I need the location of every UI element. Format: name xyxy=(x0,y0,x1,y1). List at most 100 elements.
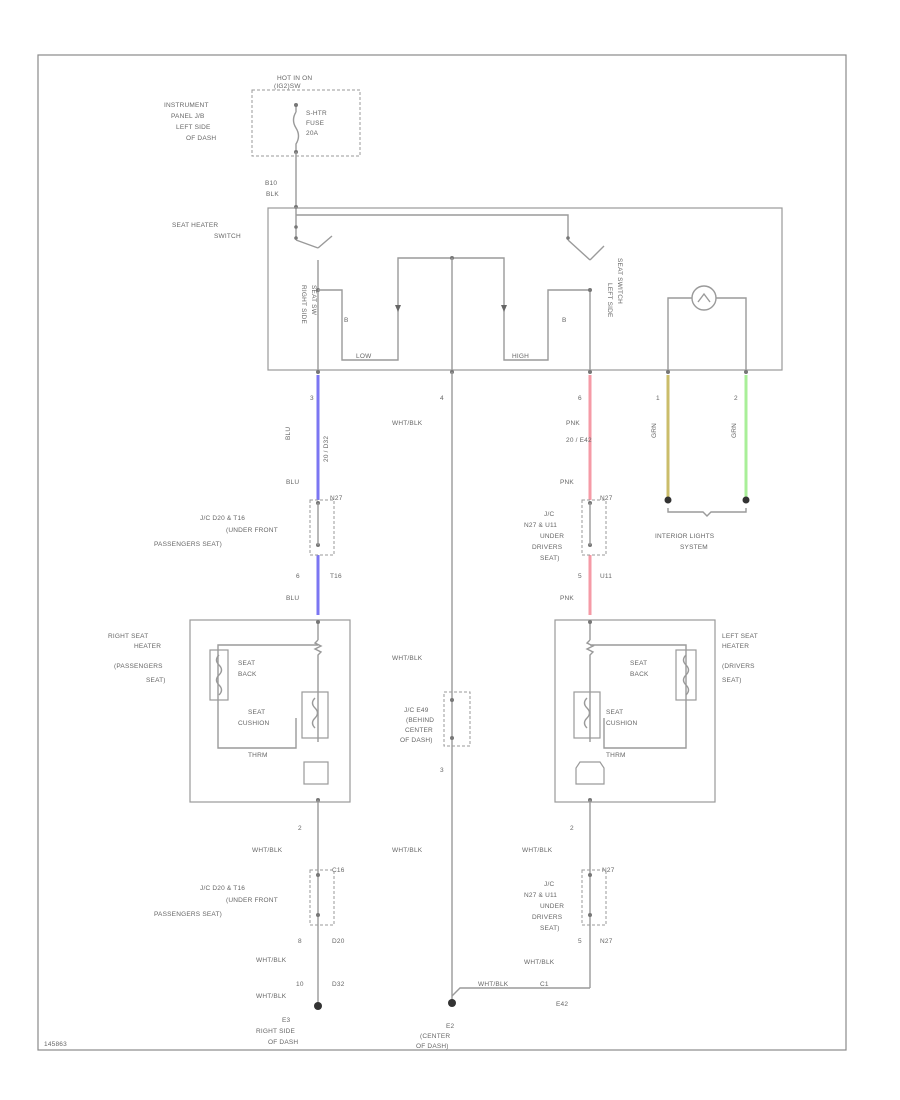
pin-6-label: 6 xyxy=(578,395,582,402)
ip-jb-label-4: OF DASH xyxy=(186,135,216,142)
lamp-filament xyxy=(697,292,711,303)
l-seat-back-label-2: BACK xyxy=(630,671,649,678)
left-mark-b: B xyxy=(562,317,567,324)
right-low-path xyxy=(318,257,590,361)
ground-e2-label-2: (CENTER xyxy=(420,1033,450,1040)
pnk-connector-label: 20 / E42 xyxy=(566,437,592,444)
switch-pins: 3 4 6 1 2 xyxy=(310,370,748,402)
switch-label-1: SEAT HEATER xyxy=(172,222,218,229)
r-jc-box-upper xyxy=(309,499,335,556)
fuse-label-3: 20A xyxy=(306,130,319,137)
interior-lights-label-2: SYSTEM xyxy=(680,544,708,551)
wht-blk-top-label: WHT/BLK xyxy=(392,420,423,427)
pin-4-label: 4 xyxy=(440,395,444,402)
jc-e49-label-2: (BEHIND xyxy=(406,717,434,724)
rsh-label-1: RIGHT SEAT xyxy=(108,633,148,640)
jc-e49-box xyxy=(443,691,471,747)
grn-2-label: GRN xyxy=(731,423,738,438)
r-d20: D20 xyxy=(332,938,345,945)
wire-harness: INTERIOR LIGHTS SYSTEM BLU 20 / D32 PNK … xyxy=(285,375,750,615)
l-ground-return xyxy=(451,987,590,997)
l-seat-cushion-coil xyxy=(583,697,591,729)
r-pin-8: 8 xyxy=(298,938,302,945)
r-jc-label-1: J/C D20 & T16 xyxy=(200,515,245,522)
r-heater-pin-top xyxy=(316,620,320,624)
l-seat-back-coil xyxy=(682,654,690,696)
r-seat-back-coil xyxy=(215,654,223,696)
ground-e3-label-3: OF DASH xyxy=(268,1039,298,1046)
l-jc-label-4: DRIVERS xyxy=(532,544,563,551)
r-jc-label-5: (UNDER FRONT xyxy=(226,897,278,904)
l-u11: U11 xyxy=(600,573,612,580)
ip-jb-label-2: PANEL J/B xyxy=(171,113,205,120)
l-wht-label-1: WHT/BLK xyxy=(522,847,553,854)
blu-label-2: BLU xyxy=(286,479,299,486)
l-wht-label-2: WHT/BLK xyxy=(524,959,555,966)
jc-e49-label-3: CENTER xyxy=(405,727,433,734)
rsh-label-4: SEAT) xyxy=(146,677,166,684)
l-jc-label-3: UNDER xyxy=(540,533,564,540)
r-n27-label: N27 xyxy=(330,495,343,502)
l-jc-box-lower xyxy=(581,869,607,926)
l-n27d: N27 xyxy=(600,938,613,945)
l-pnk-label-3: PNK xyxy=(560,595,574,602)
illumination-lamp xyxy=(691,285,717,311)
r-wht-label-2: WHT/BLK xyxy=(256,957,287,964)
blu-color-label: BLU xyxy=(285,427,292,440)
r-jc-label-3: PASSENGERS SEAT) xyxy=(154,541,222,548)
right-seat-heater-box xyxy=(189,619,351,803)
bus-dot-3 xyxy=(566,236,570,240)
interior-lights-label-1: INTERIOR LIGHTS xyxy=(655,533,715,540)
lamp-wires xyxy=(667,297,747,370)
center-pin-3: 3 xyxy=(440,767,444,774)
ground-e2 xyxy=(448,999,456,1007)
low-label: LOW xyxy=(356,353,372,360)
r-wht-label-1: WHT/BLK xyxy=(252,847,283,854)
l-seat-cushion-element xyxy=(573,691,601,739)
ip-jb-box xyxy=(251,89,361,157)
ip-jb-label-1: INSTRUMENT xyxy=(164,102,209,109)
rsh-label-3: (PASSENGERS xyxy=(114,663,163,670)
r-c16: C16 xyxy=(332,867,345,874)
l-jc-box-upper xyxy=(581,499,607,556)
l-c1: C1 xyxy=(540,981,549,988)
l-jc-label-7: N27 & U11 xyxy=(524,892,557,899)
right-mark-b: B xyxy=(344,317,349,324)
passenger-side-circuit: N27 J/C D20 & T16 (UNDER FRONT PASSENGER… xyxy=(108,495,351,1046)
l-heater-pin-top xyxy=(588,620,592,624)
r-jc-dot-4 xyxy=(316,913,320,917)
driver-side-circuit: N27 J/C N27 & U11 UNDER DRIVERS SEAT) 5 … xyxy=(451,495,758,1008)
r-pin-6: 6 xyxy=(296,573,300,580)
l-pin-2: 2 xyxy=(570,825,574,832)
l-wht-label-3: WHT/BLK xyxy=(478,981,509,988)
interior-lights-bracket xyxy=(667,508,747,517)
l-seat-cushion-label-1: SEAT xyxy=(606,709,623,716)
l-jc-label-9: DRIVERS xyxy=(532,914,563,921)
l-jc-label-10: SEAT) xyxy=(540,925,560,932)
r-pin-10: 10 xyxy=(296,981,304,988)
r-t16: T16 xyxy=(330,573,342,580)
l-connector-block xyxy=(575,761,605,785)
r-jc-label-4: J/C D20 & T16 xyxy=(200,885,245,892)
l-n27c: N27 xyxy=(602,867,615,874)
pin-1-label: 1 xyxy=(656,395,660,402)
r-jc-dot-3 xyxy=(316,873,320,877)
jc-e49-dot-1 xyxy=(450,698,454,702)
r-seat-back-element xyxy=(209,649,229,701)
ground-e3-label-2: RIGHT SIDE xyxy=(256,1028,296,1035)
r-seat-back-label-2: BACK xyxy=(238,671,257,678)
lsh-label-3: (DRIVERS xyxy=(722,663,755,670)
lsh-label-4: SEAT) xyxy=(722,677,742,684)
jc-e49-label-1: J/C E49 xyxy=(404,707,429,714)
switch-box xyxy=(267,207,783,371)
switch-label-2: SWITCH xyxy=(214,233,241,240)
jc-e49-label-4: OF DASH) xyxy=(400,737,433,744)
seat-heater-switch: SEAT HEATER SWITCH RIGHT SIDE SEAT SW B … xyxy=(172,207,783,371)
l-seat-cushion-label-2: CUSHION xyxy=(606,720,637,727)
high-label: HIGH xyxy=(512,353,529,360)
jc-e49-dot-2 xyxy=(450,736,454,740)
center-wire-label-2: WHT/BLK xyxy=(392,847,423,854)
l-e42: E42 xyxy=(556,1001,568,1008)
r-blu-label-3: BLU xyxy=(286,595,299,602)
